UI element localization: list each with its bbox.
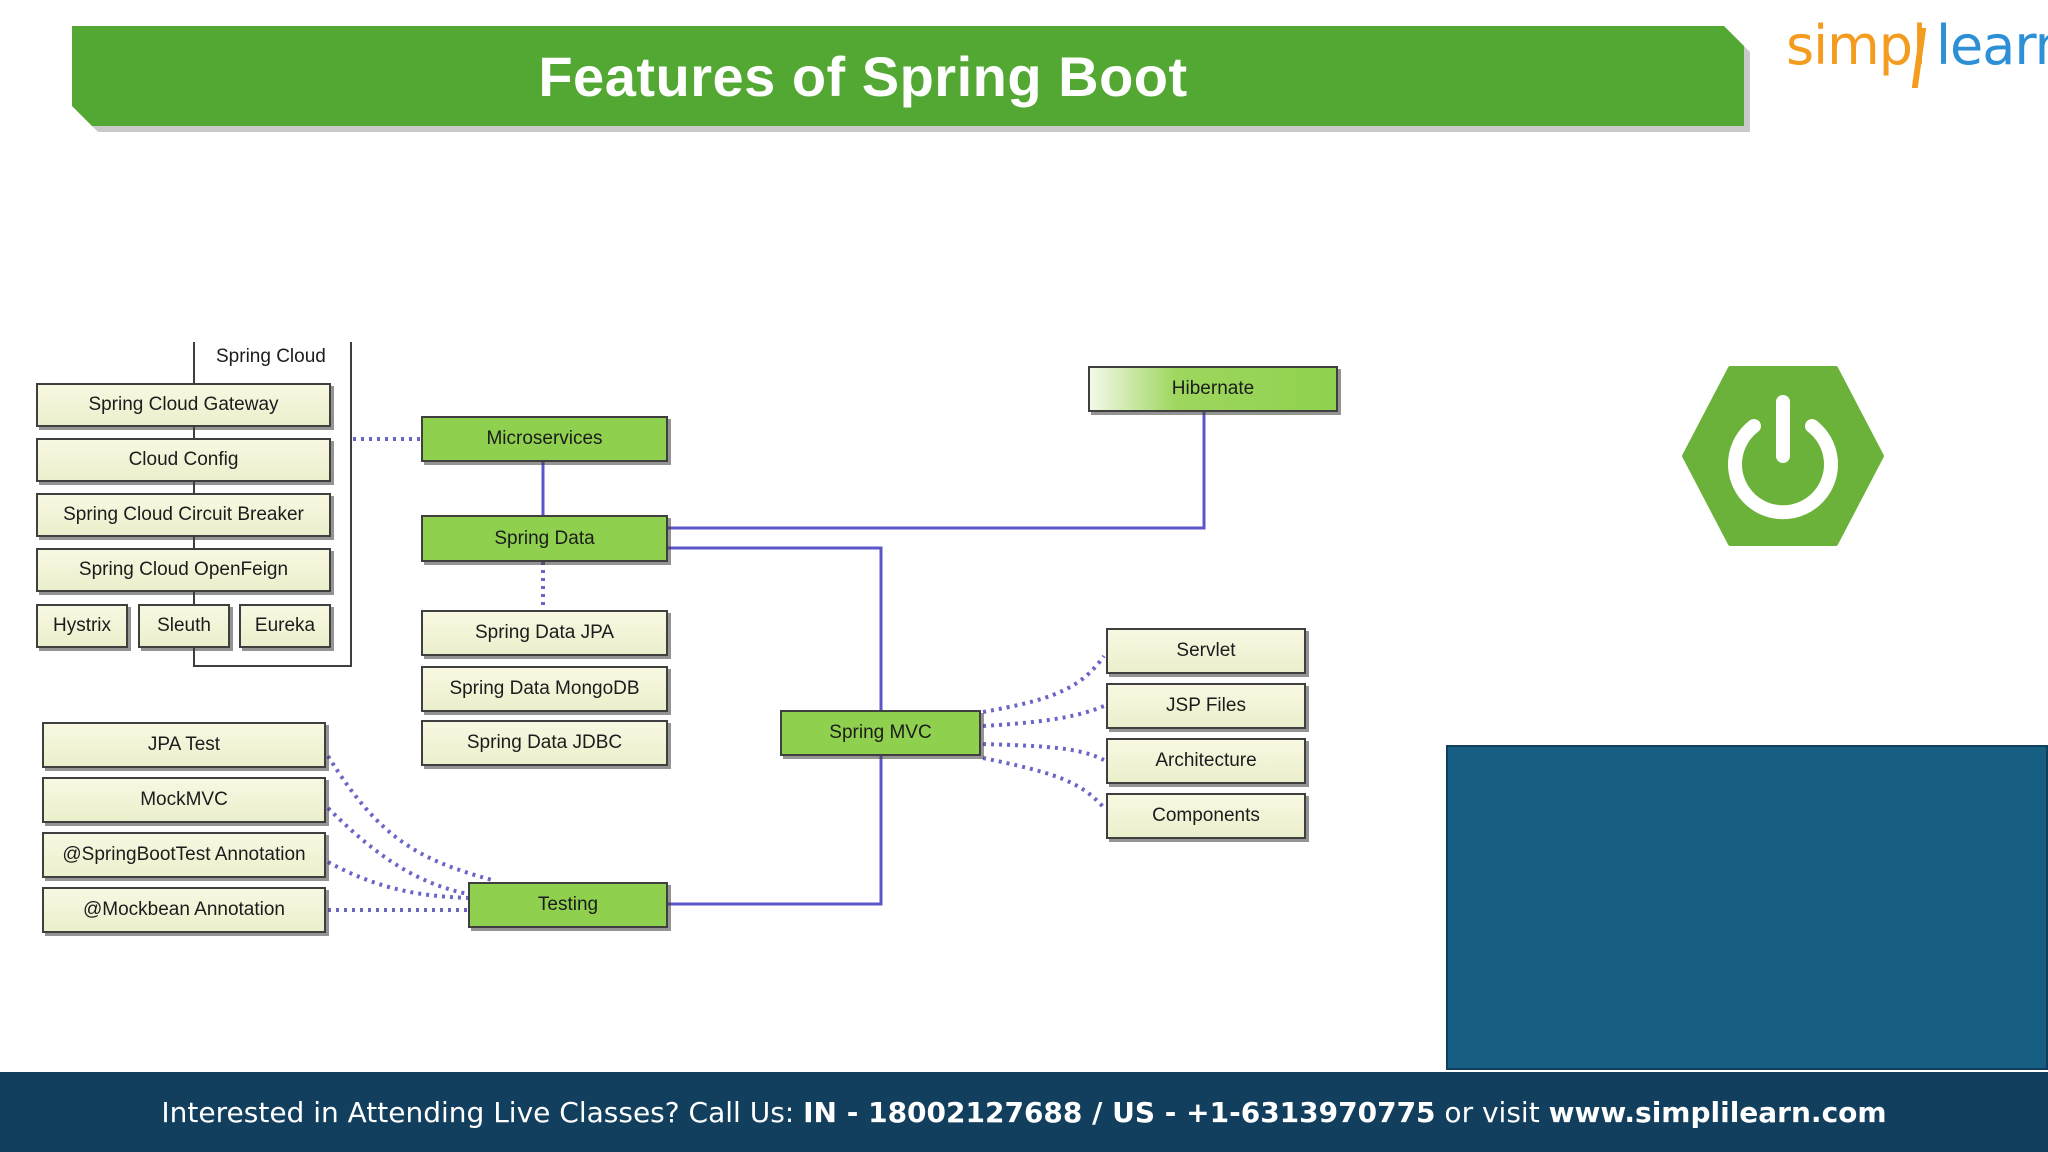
box-spring-data-jdbc: Spring Data JDBC (421, 720, 668, 766)
box-testing: Testing (468, 882, 668, 928)
box-spring-cloud-circuit-breaker: Spring Cloud Circuit Breaker (36, 493, 331, 537)
logo-text-simpl: simpl (1786, 14, 1927, 77)
box-springboottest-annotation: @SpringBootTest Annotation (42, 832, 326, 878)
box-spring-data: Spring Data (421, 515, 668, 562)
box-hibernate: Hibernate (1088, 366, 1338, 412)
simplilearn-logo: simpllearn (1786, 14, 2048, 94)
box-servlet: Servlet (1106, 628, 1306, 674)
footer-lead-text: Interested in Attending Live Classes? Ca… (161, 1095, 804, 1129)
box-mockbean-annotation: @Mockbean Annotation (42, 887, 326, 933)
connector-mvc-jsp (982, 704, 1105, 728)
box-jsp-files: JSP Files (1106, 683, 1306, 729)
page-title: Features of Spring Boot (538, 44, 1188, 108)
box-spring-mvc: Spring MVC (780, 710, 981, 756)
connector-mvc-architecture (982, 742, 1105, 762)
connector-jpatest-testing (326, 754, 493, 882)
footer-banner: Interested in Attending Live Classes? Ca… (0, 1072, 2048, 1152)
footer-mid-text: or visit (1435, 1095, 1549, 1129)
box-microservices: Microservices (421, 416, 668, 462)
box-spring-data-mongodb: Spring Data MongoDB (421, 666, 668, 712)
box-cloud-config: Cloud Config (36, 438, 331, 482)
title-banner: Features of Spring Boot (72, 26, 1744, 126)
box-mockmvc: MockMVC (42, 777, 326, 823)
box-eureka: Eureka (239, 604, 331, 648)
connector-data-hibernate (668, 412, 1206, 530)
connector-mockmvc-testing (326, 806, 469, 896)
video-overlay-panel (1446, 745, 2048, 1070)
connector-mvc-servlet (982, 654, 1106, 714)
box-components: Components (1106, 793, 1306, 839)
footer-website-link[interactable]: www.simplilearn.com (1548, 1095, 1887, 1129)
connector-mvc-components (982, 756, 1106, 810)
box-sleuth: Sleuth (138, 604, 230, 648)
box-hystrix: Hystrix (36, 604, 128, 648)
box-architecture: Architecture (1106, 738, 1306, 784)
logo-text-learn: learn (1936, 14, 2048, 77)
box-spring-data-jpa: Spring Data JPA (421, 610, 668, 656)
connector-data-mvc (668, 546, 883, 710)
spring-cloud-label: Spring Cloud (216, 346, 326, 367)
footer-phone-numbers: IN - 18002127688 / US - +1-6313970775 (803, 1095, 1436, 1129)
box-jpa-test: JPA Test (42, 722, 326, 768)
power-icon (1682, 366, 1884, 546)
connector-mvc-testing (668, 756, 883, 906)
box-spring-cloud-openfeign: Spring Cloud OpenFeign (36, 548, 331, 592)
connector-springboottest-testing (327, 860, 469, 900)
box-spring-cloud-gateway: Spring Cloud Gateway (36, 383, 331, 427)
